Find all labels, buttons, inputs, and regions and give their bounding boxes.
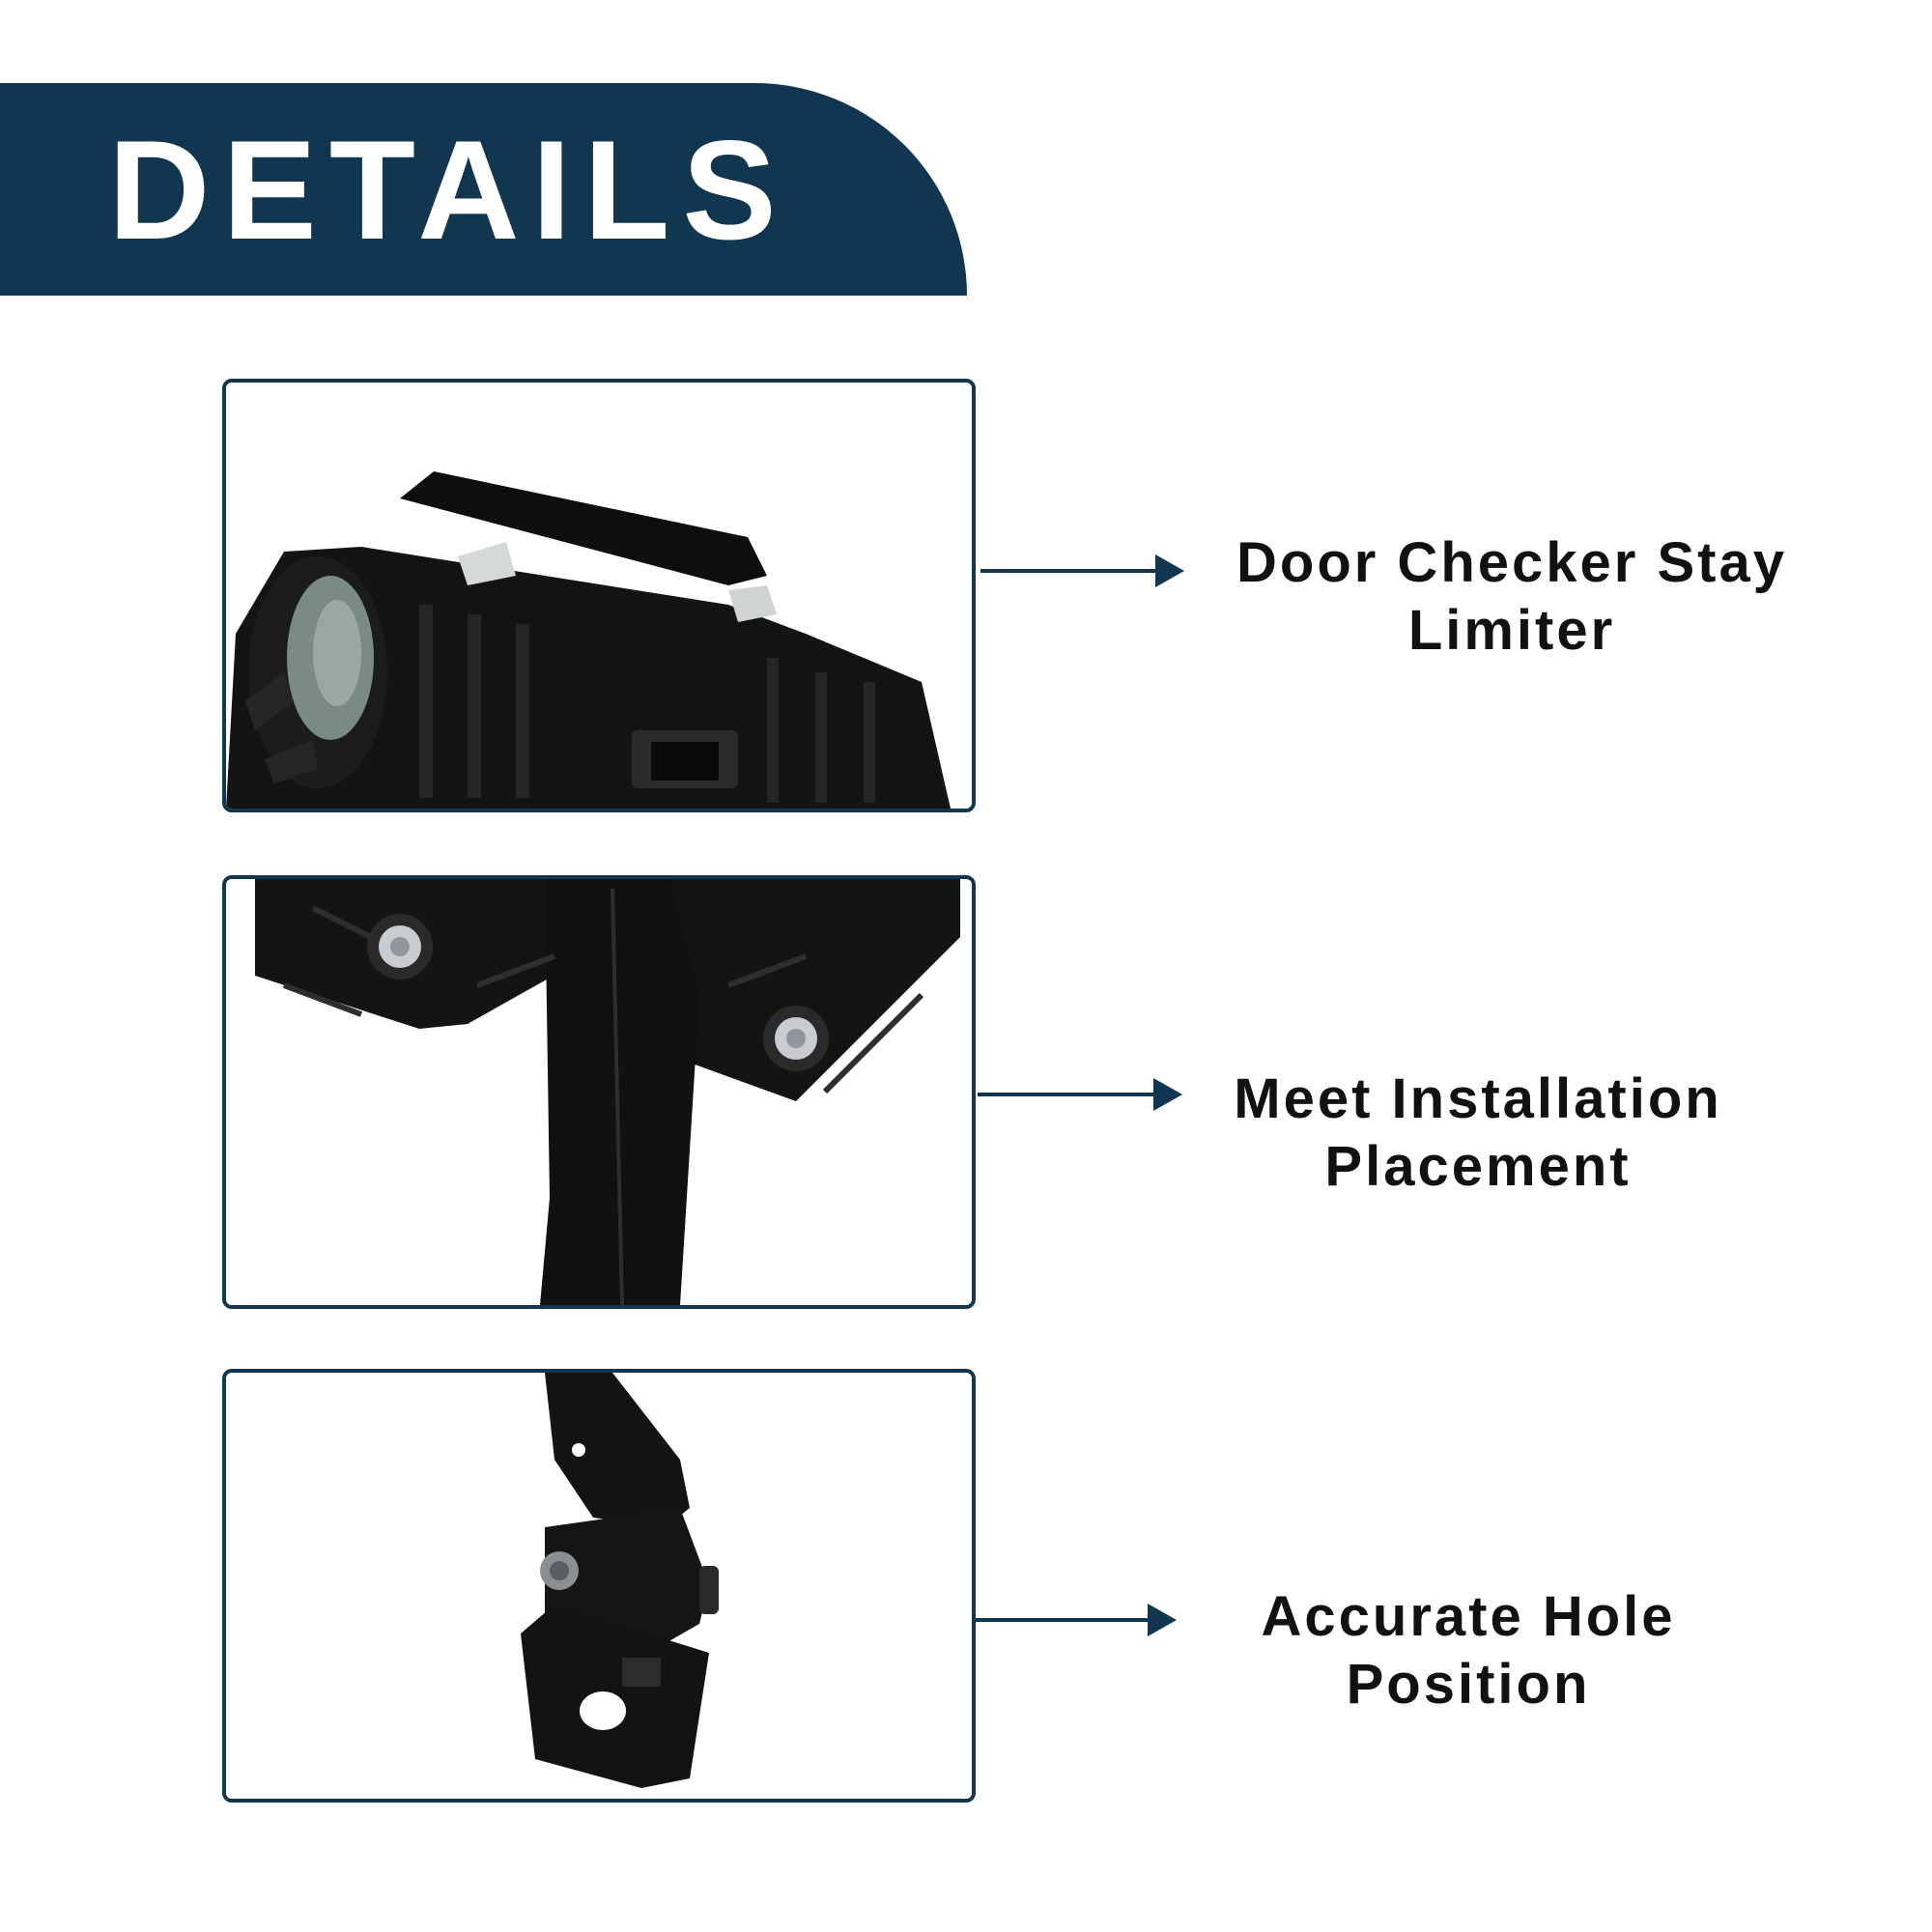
feature-label-1: Door Checker Stay Limiter [1164,529,1860,665]
hinge-bracket-image [226,1373,972,1799]
arrow-icon [1148,1604,1177,1636]
feature-label-line: Accurate Hole [1261,1585,1676,1648]
feature-label-2: Meet Installation Placement [1130,1065,1826,1201]
product-image-panel-mount [222,875,976,1309]
feature-label-line: Position [1346,1653,1591,1716]
connector-line-2 [978,1093,1157,1096]
product-image-panel-body [222,379,976,812]
feature-label-line: Door Checker Stay [1236,531,1787,594]
product-image-panel-hinge [222,1369,976,1803]
feature-label-line: Limiter [1407,599,1616,662]
connector-line-1 [980,569,1159,573]
details-banner [0,83,967,296]
arrow-icon [1153,1078,1182,1111]
feature-label-3: Accurate Hole Position [1121,1583,1816,1719]
mounting-bolts-image [226,879,972,1305]
arrow-icon [1155,554,1184,587]
banner-title: DETAILS [108,111,789,269]
feature-label-line: Meet Installation [1234,1067,1722,1130]
feature-label-line: Placement [1324,1135,1632,1198]
connector-line-3 [976,1618,1151,1622]
door-checker-body-image [226,383,972,809]
